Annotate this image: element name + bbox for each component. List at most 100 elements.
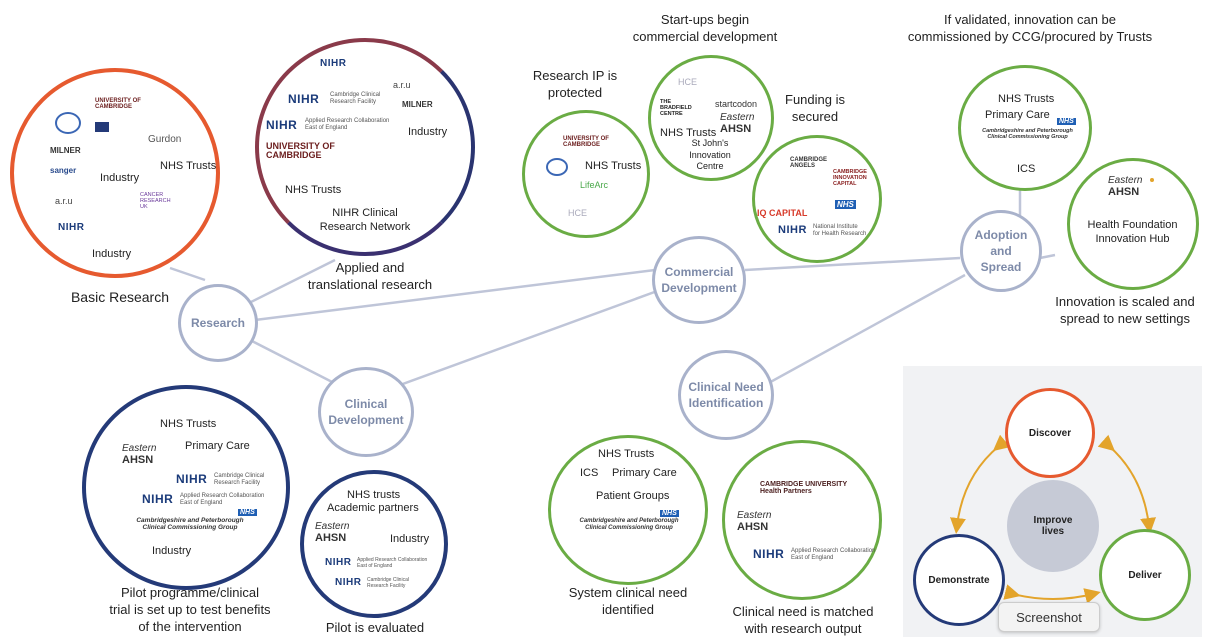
matched-eastern: Eastern (737, 510, 772, 521)
mini-deliver: Deliver (1099, 529, 1191, 621)
stage-clinical-need[interactable]: Clinical Need Identification (678, 350, 774, 440)
need-matched-circle (722, 440, 882, 600)
evaluated-nihr2-sub: Cambridge Clinical Research Facility (367, 577, 409, 589)
pilot-evaluated-label: Pilot is evaluated (325, 620, 425, 635)
screenshot-tooltip: Screenshot (998, 602, 1100, 632)
matched-nihr-sub: Applied Research Collaboration East of E… (791, 548, 876, 561)
link-commercial-adoption (744, 256, 961, 272)
basic-nihr-logo: NIHR (58, 222, 85, 233)
applied-nihr2-logo: NIHR (288, 92, 320, 106)
matched-ahsn: AHSN (737, 520, 769, 533)
hub-dot (1150, 178, 1154, 182)
bioscience-logo (55, 112, 81, 134)
research-ip-circle (522, 110, 650, 238)
pilot-nihr1-logo: NIHR (176, 472, 208, 486)
ip-nhs-trusts: NHS Trusts (585, 160, 642, 172)
validated-ics: ICS (1017, 163, 1036, 175)
applied-nihr2-sub: Cambridge Clinical Research Facility (330, 92, 381, 105)
need-matched-label: Clinical need is matched with research o… (732, 604, 874, 636)
pilot-nihr2-sub: Applied Research Collaboration East of E… (180, 493, 265, 506)
funding-nhs-logo: NHS (835, 200, 856, 209)
evaluated-nhs-trusts: NHS trusts (347, 489, 401, 501)
basic-aru-logo: a.r.u (55, 196, 73, 206)
basic-research-circle (10, 68, 220, 278)
applied-nihr1-logo: NIHR (320, 58, 347, 69)
applied-network-label: NIHR Clinical Research Network (319, 207, 411, 234)
basic-milner-logo: MILNER (50, 146, 81, 155)
stage-commercial-development[interactable]: Commercial Development (652, 236, 746, 324)
link-research-applied (244, 258, 336, 307)
applied-translational-label: Applied and translational research (307, 260, 433, 292)
basic-industry2-label: Industry (92, 248, 132, 260)
basic-research-label: Basic Research (70, 289, 170, 305)
hub-ahsn: AHSN (1108, 185, 1140, 198)
stage-clinical-development[interactable]: Clinical Development (318, 367, 414, 457)
evaluated-eastern: Eastern (315, 521, 350, 532)
startup-bradfield-logo: THE BRADFIELD CENTRE (660, 99, 692, 117)
validated-nhs-logo: NHS (1057, 118, 1076, 125)
basic-nhs-trusts: NHS Trusts (160, 160, 217, 172)
stage-adoption-spread[interactable]: Adoption and Spread (960, 210, 1042, 292)
pilot-circle (82, 385, 290, 590)
validated-primary-care: Primary Care (985, 109, 1050, 121)
pilot-nihr2-logo: NIHR (142, 492, 174, 506)
system-need-circle (548, 435, 708, 585)
startup-ahsn: AHSN (720, 122, 752, 135)
basic-sanger-logo: sanger (50, 166, 77, 175)
applied-aru-logo: a.r.u (393, 80, 411, 90)
applied-research-circle (255, 38, 475, 256)
pilot-ahsn: AHSN (122, 453, 154, 466)
applied-nihr3-sub: Applied Research Collaboration East of E… (305, 118, 390, 131)
startup-eastern: Eastern (720, 112, 755, 123)
lmb-logo (95, 122, 109, 132)
ip-hee-logo: HCE (568, 208, 588, 218)
startup-startcodon-logo: startcodon (715, 99, 758, 109)
system-nhs-logo: NHS (660, 510, 679, 517)
link-need-adoption (764, 273, 966, 387)
link-basic-research (169, 266, 206, 282)
validated-circle (958, 65, 1092, 191)
system-patient-groups: Patient Groups (596, 490, 670, 502)
basic-cambridge-logo: UNIVERSITY OF CAMBRIDGE (95, 98, 141, 111)
mini-discover: Discover (1005, 388, 1095, 478)
evaluated-industry: Industry (390, 533, 430, 545)
evaluated-academic: Academic partners (327, 502, 419, 514)
system-nhs-trusts: NHS Trusts (598, 448, 655, 460)
basic-industry-label: Industry (100, 172, 140, 184)
pilot-ccg-logo: Cambridgeshire and Peterborough Clinical… (136, 517, 244, 532)
funding-label: Funding is secured (785, 92, 845, 124)
stage-research[interactable]: Research (178, 284, 258, 362)
basic-cancer-research-logo: CANCER RESEARCH UK (140, 192, 171, 211)
validated-ccg-logo: Cambridgeshire and Peterborough Clinical… (982, 128, 1073, 141)
funding-iq-capital-logo: IQ CAPITAL (757, 208, 808, 218)
pilot-nhs-logo: NHS (238, 509, 257, 516)
hub-name-label: Health Foundation Innovation Hub (1087, 219, 1178, 246)
pilot-nhs-trusts: NHS Trusts (160, 418, 217, 430)
mini-demonstrate: Demonstrate (913, 534, 1005, 626)
applied-milner-logo: MILNER (402, 100, 433, 109)
link-adoption-hub (1039, 253, 1056, 260)
system-ccg-logo: Cambridgeshire and Peterborough Clinical… (579, 518, 679, 531)
evaluated-nihr2-logo: NIHR (335, 577, 362, 588)
startups-label: Start-ups begin commercial development (632, 12, 778, 44)
pilot-eastern: Eastern (122, 443, 157, 454)
pilot-programme-label: Pilot programme/clinical trial is set up… (109, 585, 271, 634)
applied-nihr3-logo: NIHR (266, 118, 298, 132)
research-ip-label: Research IP is protected (532, 68, 618, 100)
matched-nihr-logo: NIHR (753, 547, 785, 561)
evaluated-ahsn: AHSN (315, 531, 347, 544)
mini-cycle-panel: Discover Improve lives Demonstrate Deliv… (903, 366, 1202, 637)
pilot-nihr1-sub: Cambridge Clinical Research Facility (214, 473, 265, 486)
basic-gurdon-logo: Gurdon (148, 134, 182, 145)
scaled-label: Innovation is scaled and spread to new s… (1055, 294, 1195, 326)
startup-hee-logo: HCE (678, 77, 698, 87)
funding-nihr-sub: National Institute for Health Research (813, 224, 867, 237)
mini-cycle-arrows (950, 434, 1156, 604)
startups-circle (648, 55, 774, 181)
startup-nhs-trusts: NHS Trusts (660, 127, 717, 139)
system-need-label: System clinical need identified (568, 585, 688, 617)
evaluated-nihr1-logo: NIHR (325, 557, 352, 568)
